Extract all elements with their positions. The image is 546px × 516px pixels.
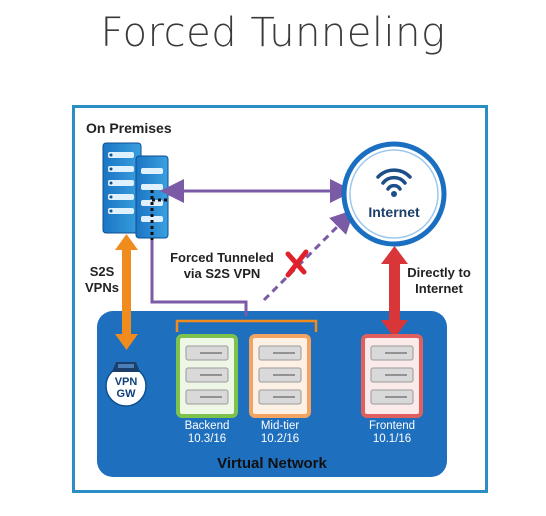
frontend-subnet-label: Frontend 10.1/16 — [357, 420, 427, 446]
directly-to-line-1: Directly to — [407, 265, 471, 280]
vpn-gw-line-1: VPN — [114, 376, 138, 388]
directly-to-line-2: Internet — [415, 281, 463, 296]
backend-cidr: 10.3/16 — [187, 433, 227, 445]
s2s-label-line-2: VPNs — [85, 280, 119, 295]
mid-tier-cidr: 10.2/16 — [260, 433, 300, 445]
s2s-label-line-1: S2S — [89, 264, 115, 279]
blocked-x-icon — [285, 249, 309, 278]
vpn-gw-line-2: GW — [116, 388, 136, 400]
mid-tier-subnet-label: Mid-tier 10.2/16 — [245, 420, 315, 446]
backend-server-icon — [176, 334, 238, 418]
s2s-vpn-arrow — [115, 234, 138, 350]
frontend-server-icon — [361, 334, 423, 418]
backend-subnet-label: Backend 10.3/16 — [172, 420, 242, 446]
internet-globe-icon — [341, 141, 447, 247]
internet-frontend-arrow — [381, 246, 408, 338]
forced-tunnel-path — [150, 240, 248, 316]
slide-title: Forced Tunneling — [100, 10, 446, 56]
frontend-cidr: 10.1/16 — [372, 433, 412, 445]
directly-to-internet-label: Directly to Internet — [400, 265, 478, 297]
forced-tunneled-line-2: via S2S VPN — [183, 266, 261, 281]
vpn-gw-label: VPN GW — [108, 376, 144, 400]
forced-tunneled-label: Forced Tunneled via S2S VPN — [160, 250, 284, 282]
mid-tier-name: Mid-tier — [260, 420, 300, 432]
backend-name: Backend — [184, 420, 230, 432]
internet-label: Internet — [368, 204, 420, 220]
wifi-icon — [376, 168, 412, 191]
mid-tier-server-icon — [249, 334, 311, 418]
on-premises-server-icon — [102, 142, 169, 239]
s2s-vpns-label: S2S VPNs — [84, 264, 120, 296]
virtual-network-label: Virtual Network — [217, 455, 327, 472]
vpn-gateway-icon — [105, 362, 147, 407]
blocked-direct-path — [262, 209, 355, 302]
on-premises-label: On Premises — [86, 120, 172, 136]
frontend-name: Frontend — [368, 420, 416, 432]
subnet-bracket — [175, 319, 318, 332]
forced-tunneled-line-1: Forced Tunneled — [170, 250, 274, 265]
